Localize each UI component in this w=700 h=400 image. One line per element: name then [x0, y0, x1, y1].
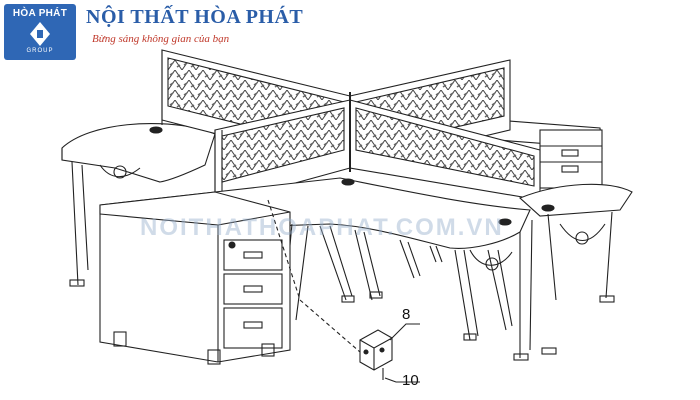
bracket-detail: [267, 199, 420, 383]
company-name: NỘI THẤT HÒA PHÁT: [86, 6, 304, 28]
slogan: Bừng sáng không gian của bạn: [92, 33, 230, 45]
desk-front-right: [469, 183, 633, 361]
partition-front-left: [214, 99, 351, 210]
partition-front-right: [349, 92, 541, 201]
logo-brand-text: HÒA PHÁT: [12, 8, 68, 19]
pedestal-drawers: [99, 191, 291, 365]
callout-label-8: 8: [402, 306, 411, 323]
logo-group-text: GROUP: [26, 48, 54, 54]
website-watermark: NOITHATHOAPHAT.COM.VN: [140, 214, 504, 241]
diamond-building-logo-icon: [30, 22, 50, 46]
callout-label-10: 10: [402, 372, 419, 389]
hoa-phat-logo: HÒA PHÁT GROUP: [4, 4, 76, 60]
